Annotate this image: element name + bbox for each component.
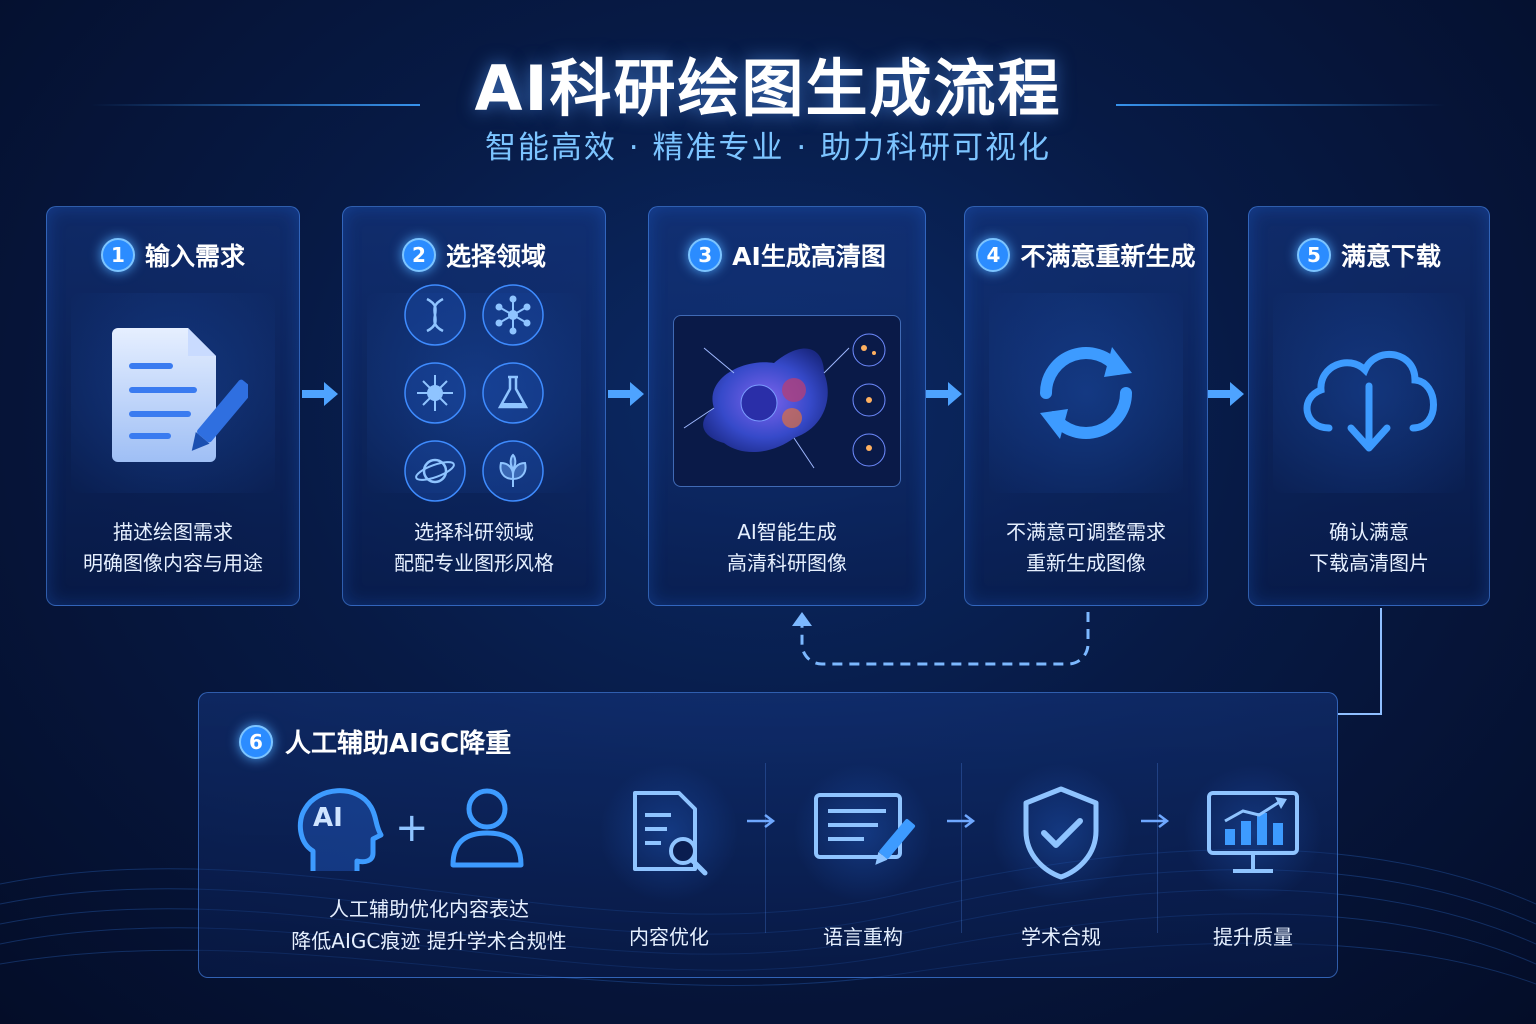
- aigc-step-language-rebuild: 语言重构: [783, 753, 943, 950]
- step-number-badge: 1: [100, 238, 135, 272]
- small-arrow-icon: [747, 814, 776, 828]
- page-subtitle: 智能高效 · 精准专业 · 助力科研可视化: [484, 130, 1052, 166]
- aigc-step-label: 内容优化: [629, 925, 709, 949]
- planet-icon: [404, 440, 466, 502]
- header-left-line: [90, 104, 420, 106]
- step-number-badge: 6: [239, 724, 273, 759]
- step-desc-line2: 高清科研图像: [727, 551, 847, 575]
- flask-icon: [482, 362, 544, 424]
- flow-arrow-icon: [1208, 382, 1244, 406]
- step-desc-line1: 描述绘图需求: [113, 520, 233, 544]
- connector-line: [1338, 608, 1382, 715]
- flow-arrow-icon: [608, 382, 644, 406]
- page-title: AI科研绘图生成流程: [474, 52, 1062, 125]
- step-card-3: 3 AI生成高清图 AI智能生成 高清科研图像: [648, 206, 926, 606]
- divider: [765, 763, 766, 933]
- generated-cell-image: [673, 315, 901, 487]
- virus-icon: [404, 362, 466, 424]
- domain-grid-icons: [367, 284, 581, 502]
- small-arrow-icon: [1141, 814, 1170, 828]
- aigc-step-label: 提升质量: [1213, 925, 1293, 949]
- step-title: 不满意重新生成: [1020, 242, 1196, 271]
- step-number-badge: 2: [401, 238, 436, 272]
- step-number-badge: 4: [976, 238, 1011, 272]
- chart-monitor-icon: [1183, 763, 1323, 903]
- aigc-panel: 6 人工辅助AIGC降重 AI + 人工辅助优化内容表达 降低AIGC痕迹 提升…: [198, 692, 1338, 978]
- step-desc-line1: 不满意可调整需求: [1006, 520, 1166, 544]
- aigc-step-content-optimize: 内容优化: [589, 753, 749, 950]
- aigc-desc-line2: 降低AIGC痕迹 提升学术合规性: [291, 929, 567, 953]
- step-title: 满意下载: [1340, 242, 1441, 271]
- step-card-2: 2 选择领域 选择科研领域 配配专业图形风格: [342, 206, 606, 606]
- aigc-step-label: 学术合规: [1021, 925, 1101, 949]
- divider: [1157, 763, 1158, 933]
- plus-sign: +: [395, 805, 429, 851]
- divider: [961, 763, 962, 933]
- step-desc-line2: 下载高清图片: [1309, 551, 1429, 575]
- step-desc-line2: 重新生成图像: [1026, 551, 1146, 575]
- step-desc-line2: 明确图像内容与用途: [83, 551, 263, 575]
- leaf-icon: [482, 440, 544, 502]
- aigc-step-label: 语言重构: [823, 925, 903, 949]
- step-desc-line2: 配配专业图形风格: [394, 551, 554, 575]
- step-number-badge: 5: [1296, 238, 1331, 272]
- step-card-5: 5 满意下载 确认满意 下载高清图片: [1248, 206, 1490, 606]
- flow-arrow-icon: [302, 382, 338, 406]
- cloud-download-icon: [1273, 293, 1465, 493]
- step-desc-line1: 确认满意: [1329, 520, 1409, 544]
- step-desc-line1: AI智能生成: [737, 520, 837, 544]
- document-search-icon: [599, 763, 739, 903]
- dna-icon: [404, 284, 466, 346]
- ai-badge-text: AI: [313, 803, 343, 833]
- molecule-icon: [482, 284, 544, 346]
- step-desc-line1: 选择科研领域: [414, 520, 534, 544]
- regenerate-loop-arrow: [792, 612, 1090, 666]
- text-edit-icon: [793, 763, 933, 903]
- aigc-step-academic-compliance: 学术合规: [981, 753, 1141, 950]
- ai-head-icon: AI: [295, 781, 385, 877]
- step-card-4: 4 不满意重新生成 不满意可调整需求 重新生成图像: [964, 206, 1208, 606]
- step-title: 选择领域: [445, 242, 546, 271]
- person-icon: [450, 788, 524, 868]
- flow-arrow-icon: [926, 382, 962, 406]
- small-arrow-icon: [947, 814, 976, 828]
- step-number-badge: 3: [688, 238, 723, 272]
- aigc-step-improve-quality: 提升质量: [1173, 753, 1333, 950]
- step-title: AI生成高清图: [732, 242, 886, 271]
- aigc-title: 人工辅助AIGC降重: [285, 729, 512, 759]
- shield-check-icon: [991, 763, 1131, 903]
- document-edit-icon: [71, 293, 275, 493]
- aigc-desc-line1: 人工辅助优化内容表达: [329, 897, 529, 921]
- step-title: 输入需求: [144, 242, 245, 271]
- refresh-icon: [989, 293, 1183, 493]
- step-card-1: 1 输入需求 描述绘图需求 明确图像内容与用途: [46, 206, 300, 606]
